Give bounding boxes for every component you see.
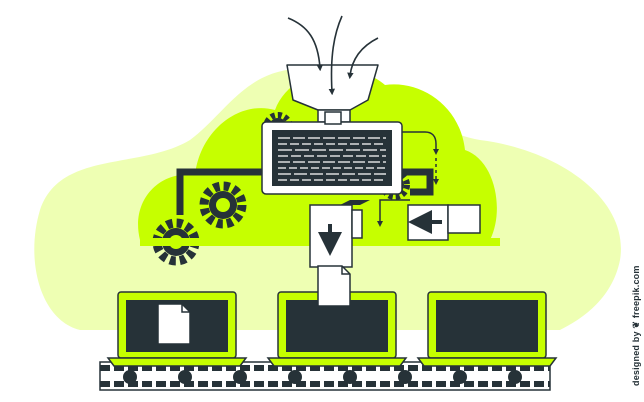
document-icon bbox=[157, 303, 191, 345]
document-icon bbox=[317, 265, 351, 307]
curved-down-arrow-icon bbox=[287, 15, 379, 96]
connector-pipes bbox=[176, 168, 434, 215]
left-arrow-icon bbox=[407, 204, 481, 241]
down-arrow-icon bbox=[309, 200, 370, 268]
laptop bbox=[106, 291, 248, 367]
server-rack-icon bbox=[261, 111, 403, 195]
flow-arrows-small bbox=[377, 131, 439, 227]
gear-icon bbox=[199, 181, 247, 229]
laptop bbox=[416, 291, 558, 367]
laptop bbox=[266, 265, 408, 367]
freepik-credit: designed by ❦ freepik.com bbox=[631, 265, 641, 386]
